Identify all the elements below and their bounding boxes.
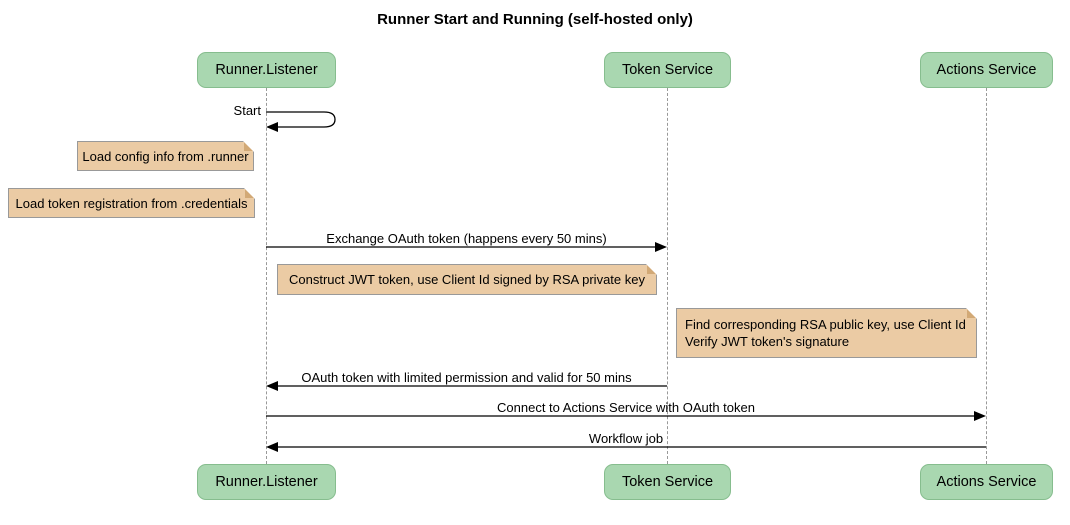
actor-runner-listener-top: Runner.Listener (197, 52, 336, 88)
arrow-exchange-oauth-token (266, 242, 667, 252)
message-label-oauth-return: OAuth token with limited permission and … (301, 370, 632, 385)
diagram-title: Runner Start and Running (self-hosted on… (377, 11, 693, 28)
note-text: Load token registration from .credential… (15, 195, 248, 211)
actor-label: Token Service (621, 474, 714, 490)
note-text: Find corresponding RSA public key, use C… (685, 317, 966, 349)
message-label-connect-actions: Connect to Actions Service with OAuth to… (497, 400, 755, 415)
lifeline-runner-listener (266, 88, 267, 464)
note-load-config: Load config info from .runner (77, 141, 254, 171)
note-text: Load config info from .runner (82, 148, 249, 164)
note-fold-icon (966, 308, 977, 319)
note-fold-icon (646, 264, 657, 275)
arrow-start-self-loop (266, 111, 336, 132)
message-label-exchange-oauth: Exchange OAuth token (happens every 50 m… (326, 231, 607, 246)
note-construct-jwt: Construct JWT token, use Client Id signe… (277, 264, 657, 295)
actor-actions-service-bottom: Actions Service (920, 464, 1053, 500)
note-verify-jwt: Find corresponding RSA public key, use C… (676, 308, 977, 358)
note-load-token-registration: Load token registration from .credential… (8, 188, 255, 218)
actor-runner-listener-bottom: Runner.Listener (197, 464, 336, 500)
message-label-start: Start (233, 103, 261, 118)
actor-token-service-bottom: Token Service (604, 464, 731, 500)
actor-label: Actions Service (936, 62, 1037, 78)
note-fold-icon (243, 141, 254, 152)
note-fold-icon (244, 188, 255, 199)
actor-label: Actions Service (936, 474, 1037, 490)
actor-token-service-top: Token Service (604, 52, 731, 88)
actor-actions-service-top: Actions Service (920, 52, 1053, 88)
lifeline-token-service (667, 88, 668, 464)
arrow-connect-actions-service (266, 411, 986, 421)
lifeline-actions-service (986, 88, 987, 464)
actor-label: Runner.Listener (215, 474, 318, 490)
actor-label: Runner.Listener (215, 62, 318, 78)
arrow-oauth-token-return (266, 381, 667, 391)
message-label-workflow-job: Workflow job (588, 431, 664, 446)
note-text: Construct JWT token, use Client Id signe… (289, 272, 645, 287)
actor-label: Token Service (621, 62, 714, 78)
arrow-workflow-job (266, 442, 986, 452)
